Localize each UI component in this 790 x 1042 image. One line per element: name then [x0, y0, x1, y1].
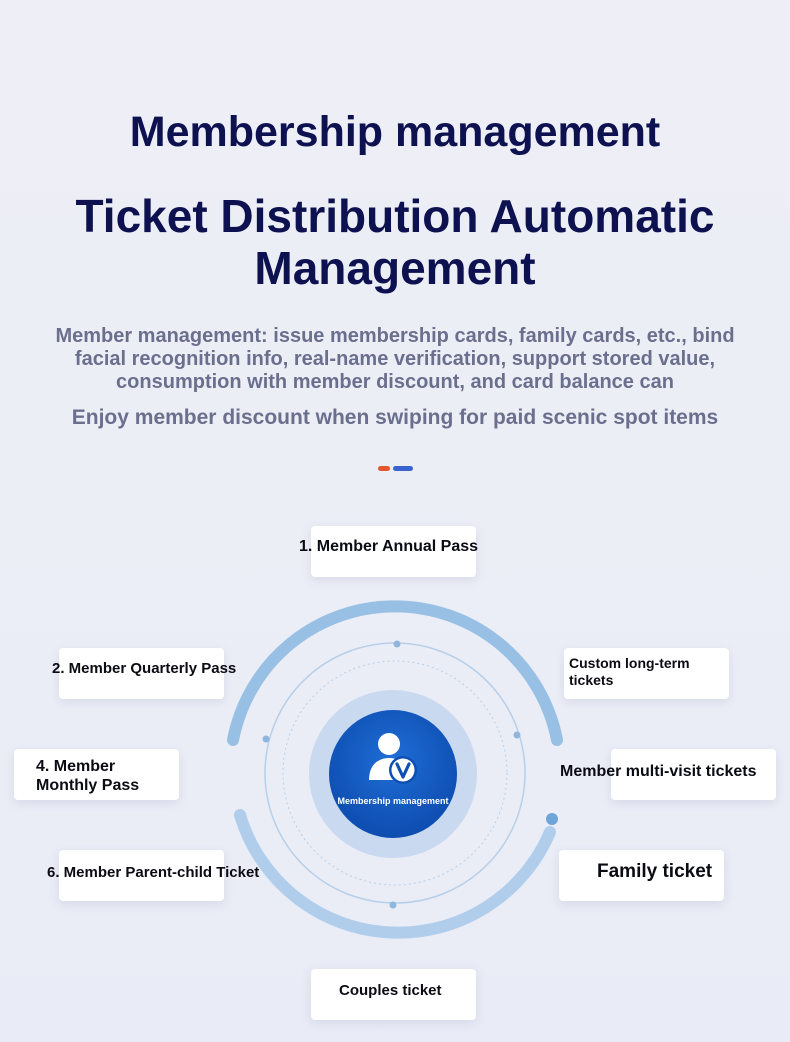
label-multi-visit: Member multi-visit tickets [560, 763, 757, 780]
ring-node [546, 813, 558, 825]
label-couples-ticket: Couples ticket [339, 982, 442, 999]
label-custom-long-term: Custom long-term tickets [569, 655, 690, 688]
card-multi-visit[interactable] [611, 749, 776, 800]
label-parent-child: 6. Member Parent-child Ticket [47, 864, 260, 881]
label-annual-pass: 1. Member Annual Pass [299, 538, 479, 555]
card-custom-long-term[interactable] [564, 648, 729, 699]
card-quarterly-pass[interactable] [59, 648, 224, 699]
label-monthly-pass: 4. Member Monthly Pass [36, 758, 140, 794]
ring-node [389, 901, 397, 909]
ring-node [262, 735, 270, 743]
card-family-ticket[interactable] [559, 850, 724, 901]
card-couples-ticket[interactable] [311, 969, 476, 1020]
card-annual-pass[interactable] [311, 526, 476, 577]
label-quarterly-pass: 2. Member Quarterly Pass [52, 660, 237, 677]
page-title: Membership management [129, 108, 661, 156]
hub-label: Membership management [337, 796, 449, 806]
hub-inner: Membership management [329, 710, 457, 838]
indicator-dot-blue [393, 466, 413, 471]
card-parent-child[interactable] [59, 850, 224, 901]
description-line2: Enjoy member discount when swiping for p… [71, 406, 719, 429]
description: Member management: issue membership card… [55, 325, 735, 393]
ring-node [513, 731, 521, 739]
indicator-dot-orange [378, 466, 390, 471]
card-monthly-pass[interactable] [14, 749, 179, 800]
page-subtitle: Ticket Distribution Automatic Management [75, 190, 715, 294]
hub-circle: Membership management [309, 690, 477, 858]
ring-node [393, 640, 401, 648]
member-v-icon [369, 733, 417, 784]
label-family-ticket: Family ticket [597, 861, 713, 882]
orbit-rings [227, 600, 563, 939]
